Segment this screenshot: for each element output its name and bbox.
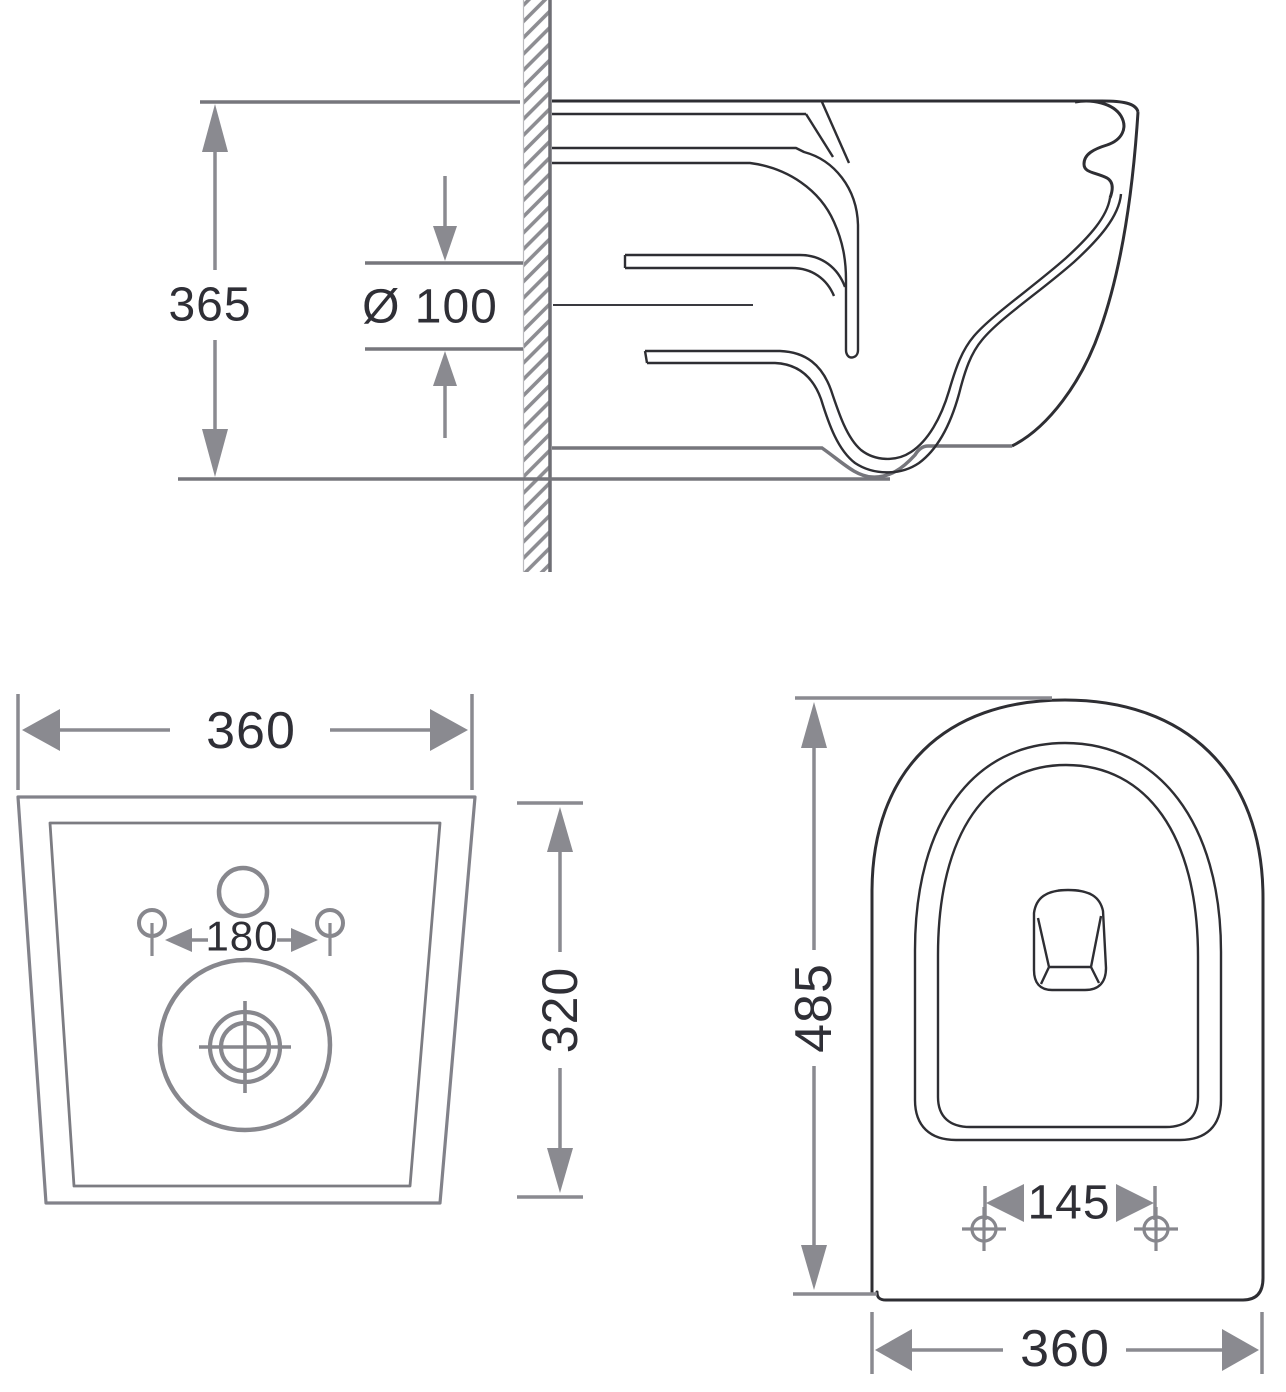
bolt-target-left bbox=[962, 1207, 1006, 1251]
dim-top-360-label: 360 bbox=[1020, 1320, 1110, 1378]
trap-cap bbox=[643, 350, 649, 364]
dim-145-label: 145 bbox=[1027, 1177, 1110, 1230]
arrow-left-icon bbox=[165, 928, 192, 952]
arrow-right-icon bbox=[1116, 1184, 1154, 1222]
dim-365-label: 365 bbox=[168, 279, 251, 332]
seat-slot-inner bbox=[804, 113, 835, 158]
top-outer-outline bbox=[870, 698, 1265, 1302]
trap-wall-outer bbox=[647, 193, 1123, 474]
dimension-320: 320 bbox=[517, 801, 588, 1199]
dimension-485: 485 bbox=[785, 696, 1052, 1296]
arrow-right-icon bbox=[430, 709, 468, 751]
arrow-right-icon bbox=[1222, 1329, 1259, 1371]
dimension-outlet: Ø 100 bbox=[362, 176, 523, 438]
flush-bend-inner bbox=[552, 161, 852, 359]
arrow-left-icon bbox=[875, 1329, 912, 1371]
back-outer-outline bbox=[16, 795, 477, 1205]
arrow-up-icon bbox=[801, 702, 827, 748]
side-view: 365 Ø 100 bbox=[168, 0, 1140, 572]
dimension-145: 145 bbox=[962, 1177, 1178, 1251]
sump-outline bbox=[1032, 888, 1108, 992]
drain-target bbox=[157, 957, 333, 1133]
arrow-right-icon bbox=[291, 928, 318, 952]
toilet-top-edge bbox=[552, 99, 1140, 113]
mid-channel-lower bbox=[625, 266, 836, 297]
arrow-down-icon bbox=[202, 429, 228, 477]
dim-320-label: 320 bbox=[532, 967, 588, 1053]
arrow-down-icon bbox=[547, 1148, 573, 1193]
dimension-180: 180 bbox=[165, 913, 318, 960]
drain-circle bbox=[157, 957, 333, 1133]
arrow-down-icon bbox=[801, 1245, 827, 1290]
back-inner-outline bbox=[48, 821, 442, 1188]
fixing-hole-left bbox=[137, 908, 167, 956]
top-view: 145 485 36 bbox=[785, 696, 1265, 1378]
dimension-top-360: 360 bbox=[870, 1312, 1264, 1378]
mid-channel-upper bbox=[625, 253, 847, 288]
toilet-bottom-edge bbox=[552, 444, 1012, 479]
rim-inner-outline bbox=[936, 763, 1200, 1129]
arrow-down-icon bbox=[433, 226, 457, 261]
bolt-target-right bbox=[1134, 1207, 1178, 1251]
arrow-left-icon bbox=[986, 1184, 1024, 1222]
dim-485-label: 485 bbox=[785, 963, 843, 1053]
dimension-back-360: 360 bbox=[16, 694, 474, 790]
back-view: 180 360 320 bbox=[16, 694, 588, 1205]
arrow-up-icon bbox=[433, 351, 457, 386]
dimension-365: 365 bbox=[168, 104, 251, 477]
trap-wall-inner bbox=[645, 197, 1112, 461]
dim-back-360-label: 360 bbox=[206, 702, 296, 760]
target-cross-icon bbox=[199, 1001, 291, 1093]
rim-hook bbox=[1074, 99, 1126, 199]
arrow-up-icon bbox=[202, 104, 228, 152]
wall-hatch bbox=[523, 0, 550, 572]
arrow-up-icon bbox=[547, 807, 573, 852]
dim-outlet-label: Ø 100 bbox=[362, 281, 498, 334]
seat-slot-outer bbox=[820, 101, 851, 164]
inlet-hole bbox=[216, 865, 270, 919]
flush-bend-outer bbox=[552, 146, 860, 359]
rim-outer-outline bbox=[913, 741, 1223, 1142]
fixing-hole-right bbox=[315, 908, 345, 956]
dim-180-label: 180 bbox=[205, 913, 278, 960]
arrow-left-icon bbox=[22, 709, 60, 751]
toilet-front-face bbox=[1011, 111, 1140, 448]
